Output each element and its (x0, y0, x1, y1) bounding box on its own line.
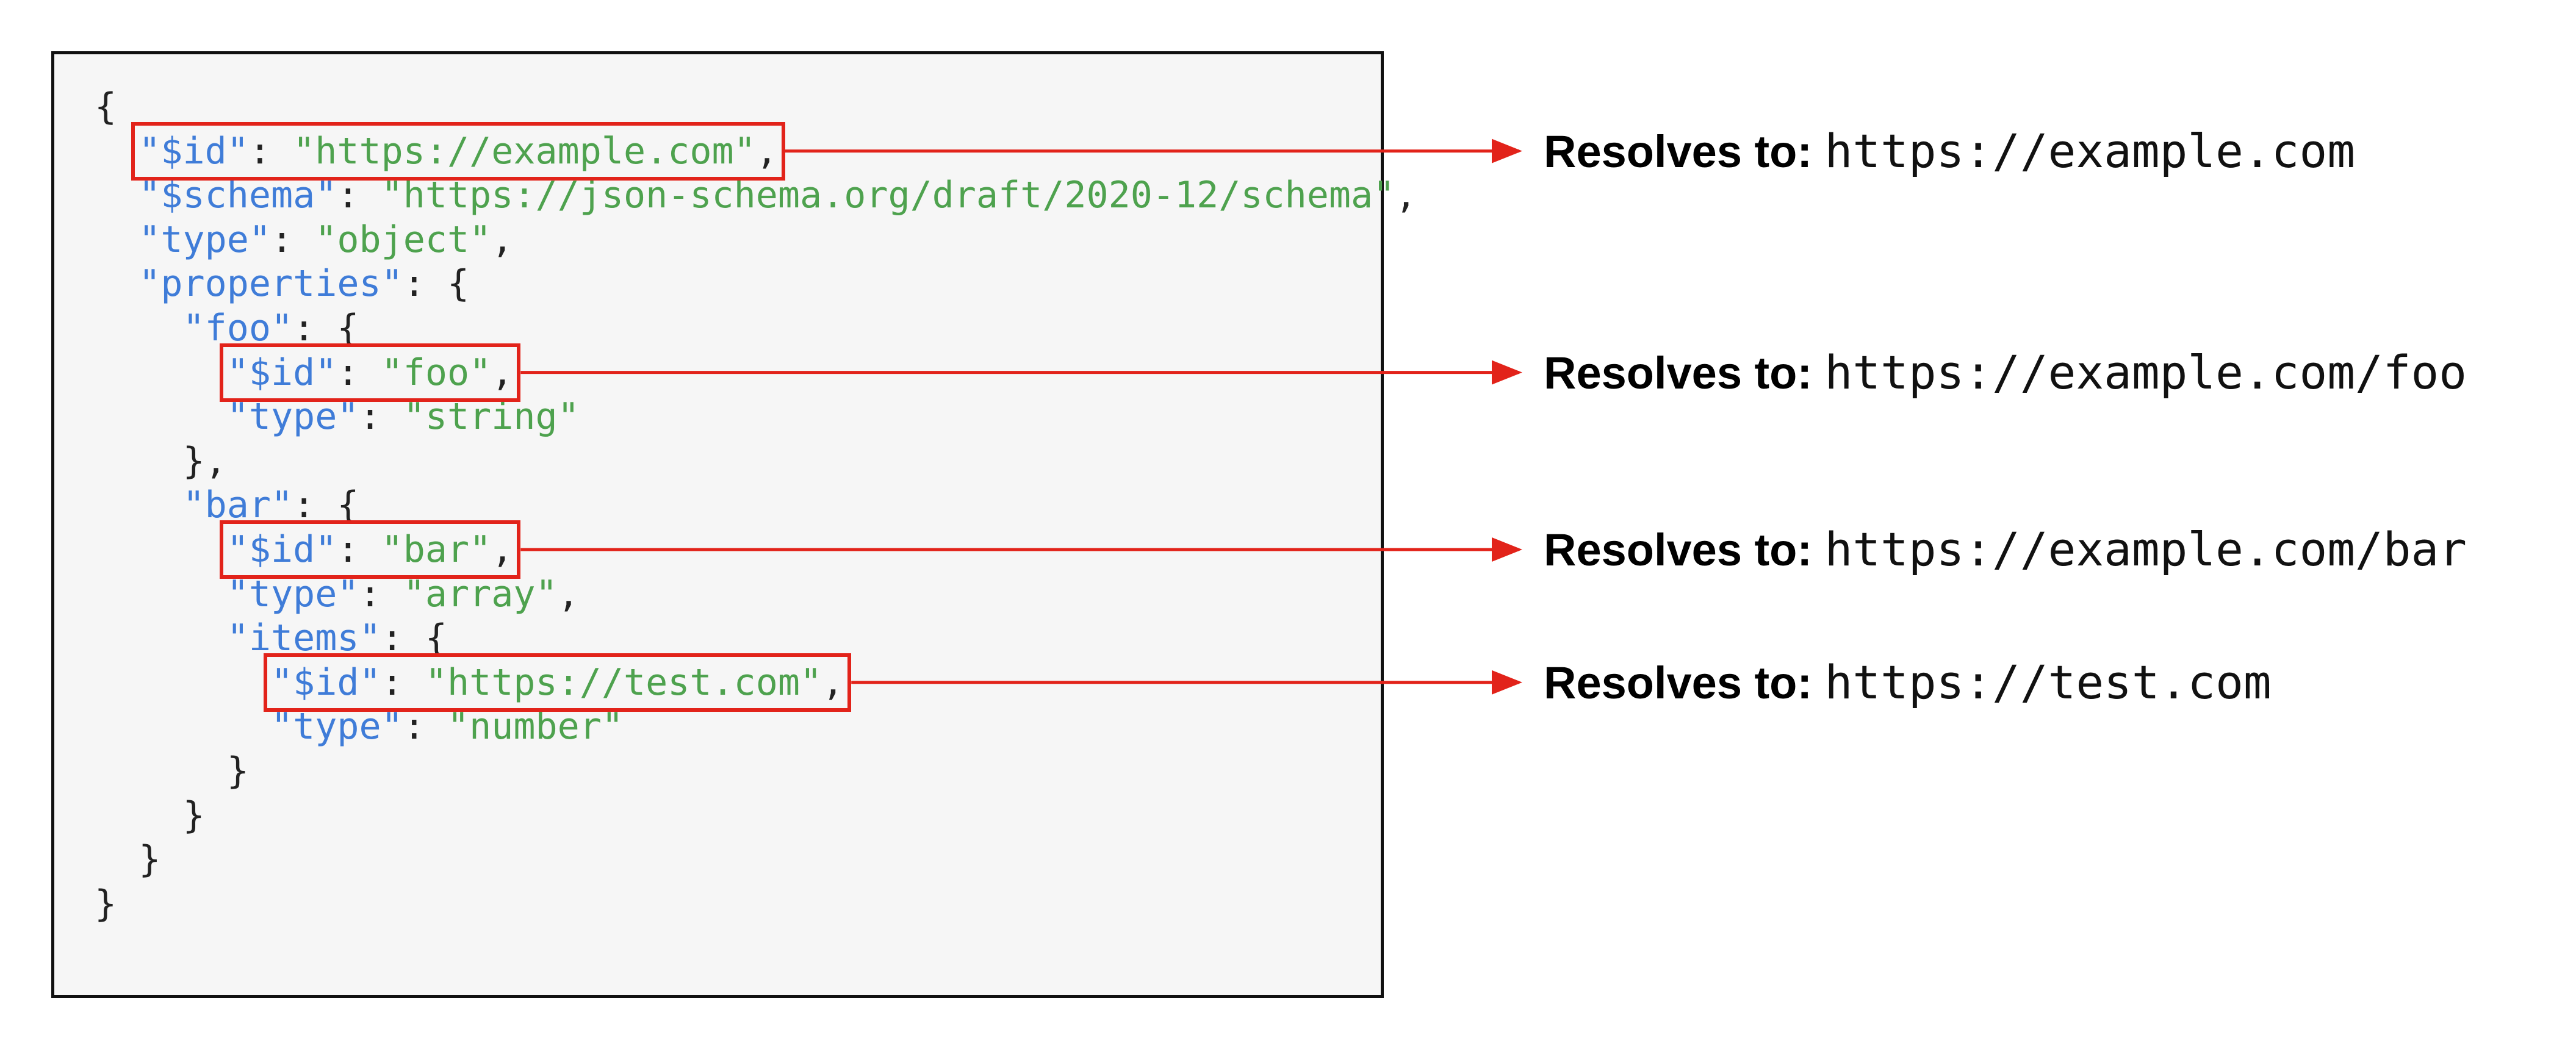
json-punctuation: : (359, 572, 403, 615)
code-line: "$schema": "https://json-schema.org/draf… (95, 173, 1417, 217)
json-punctuation: : (403, 705, 447, 748)
json-punctuation: : { (293, 484, 359, 527)
json-key: "$id" (270, 661, 381, 704)
json-key: "$id" (139, 129, 249, 173)
code-line: "bar": { (95, 483, 359, 527)
json-punctuation: , (491, 351, 514, 394)
json-punctuation: } (139, 838, 161, 881)
json-punctuation: : (248, 129, 293, 173)
resolution-text: Resolves to: https://example.com/foo (1544, 339, 2467, 406)
json-key: "type" (226, 395, 359, 439)
code-line: } (95, 749, 249, 793)
resolves-to-label: Resolves to: (1544, 347, 1813, 398)
code-line: } (95, 794, 205, 837)
json-punctuation: , (557, 572, 580, 615)
json-punctuation: : (337, 174, 381, 217)
json-key: "bar" (182, 484, 293, 527)
resolves-to-label: Resolves to: (1544, 657, 1813, 708)
json-key: "foo" (182, 307, 293, 349)
code-line: "$id": "foo", (95, 351, 514, 395)
resolved-url: https://example.com (1824, 123, 2355, 178)
code-line: "$id": "https://example.com", (95, 129, 778, 173)
code-line: "properties": { (95, 262, 469, 306)
code-line: "$id": "https://test.com", (95, 661, 844, 704)
code-line: "type": "string" (95, 395, 580, 439)
code-line: "$id": "bar", (95, 528, 514, 572)
highlight-box (263, 653, 852, 712)
json-punctuation: : { (381, 617, 447, 660)
highlight-box (219, 520, 521, 579)
resolved-url: https://test.com (1824, 654, 2272, 709)
json-punctuation: , (491, 528, 514, 571)
resolution-text: Resolves to: https://example.com (1544, 118, 2355, 185)
json-key: "properties" (139, 262, 403, 306)
json-key: "type" (270, 705, 403, 748)
json-key: "$id" (226, 528, 337, 571)
highlight-box (219, 343, 521, 402)
code-line: } (95, 882, 117, 926)
json-string: "object" (315, 218, 492, 261)
resolved-url: https://example.com/foo (1824, 345, 2467, 400)
json-punctuation: : { (293, 307, 359, 349)
resolves-to-label: Resolves to: (1544, 525, 1813, 575)
resolved-url: https://example.com/bar (1824, 522, 2467, 576)
json-punctuation: : (337, 528, 381, 571)
json-key: "items" (226, 617, 381, 660)
json-punctuation: } (95, 882, 117, 925)
json-string: "bar" (381, 528, 492, 571)
code-line: "items": { (95, 616, 447, 660)
json-punctuation: , (491, 218, 514, 261)
code-line: "type": "object", (95, 218, 513, 262)
json-string: "https://example.com" (293, 129, 756, 173)
json-string: "https://test.com" (425, 661, 822, 704)
json-punctuation: , (822, 661, 844, 704)
json-punctuation: : { (403, 262, 470, 306)
json-string: "https://json-schema.org/draft/2020-12/s… (381, 174, 1395, 217)
code-line: { (95, 85, 117, 129)
json-key: "type" (226, 572, 359, 615)
code-line: "foo": { (95, 306, 359, 350)
resolution-text: Resolves to: https://test.com (1544, 649, 2272, 716)
json-string: "foo" (381, 351, 492, 394)
json-punctuation: : (271, 218, 315, 261)
json-key: "$schema" (139, 174, 337, 217)
json-punctuation: : (337, 351, 381, 394)
code-panel: { "$id": "https://example.com", "$schema… (51, 51, 1417, 998)
code-line: "type": "array", (95, 572, 580, 616)
json-string: "number" (447, 705, 624, 748)
json-string: "string" (403, 395, 580, 439)
resolves-to-label: Resolves to: (1544, 126, 1813, 177)
json-punctuation: , (1395, 174, 1417, 217)
json-punctuation: , (755, 129, 778, 173)
json-punctuation: } (226, 750, 249, 792)
highlight-box (131, 121, 785, 181)
code-line: } (95, 837, 160, 881)
code-line: "type": "number" (95, 704, 624, 748)
resolution-text: Resolves to: https://example.com/bar (1544, 516, 2467, 583)
json-punctuation: : (359, 395, 403, 439)
json-string: "array" (403, 572, 558, 615)
json-punctuation: }, (182, 439, 227, 482)
json-punctuation: } (182, 794, 205, 837)
json-key: "type" (139, 218, 271, 261)
json-key: "$id" (226, 351, 337, 394)
json-punctuation: { (95, 85, 117, 128)
code-line: }, (95, 439, 227, 483)
json-punctuation: : (381, 661, 425, 704)
